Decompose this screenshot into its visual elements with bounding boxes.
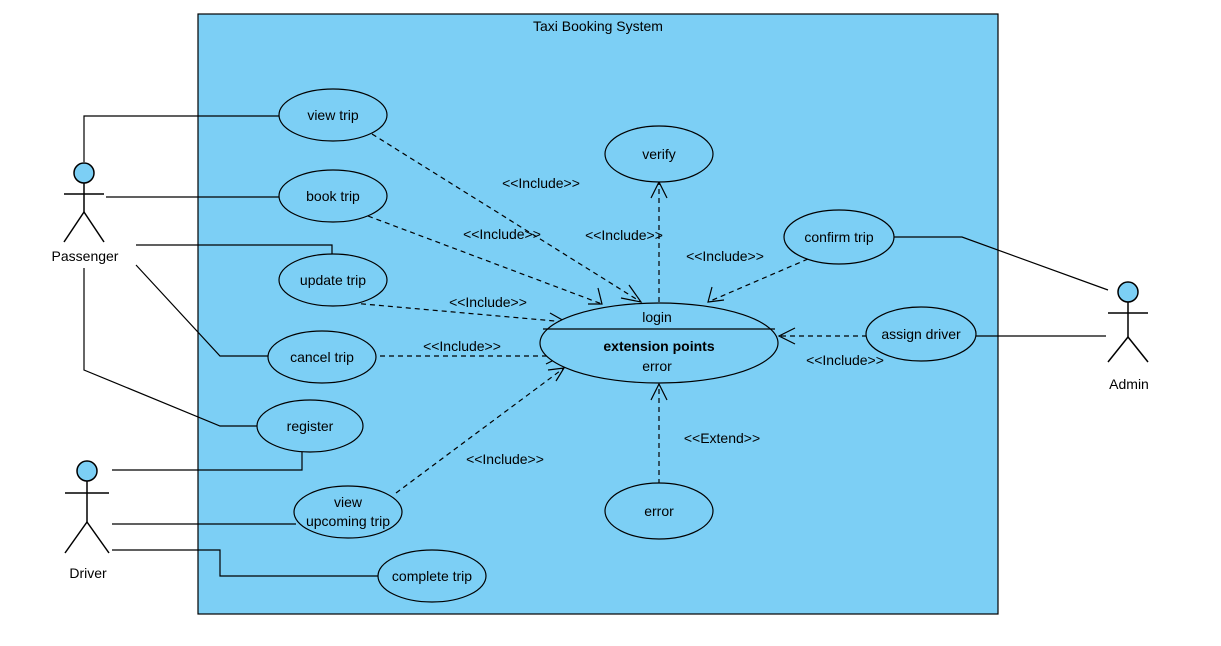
association-passenger-update-trip xyxy=(136,244,333,255)
use-case-register[interactable]: register xyxy=(256,399,364,453)
actor-admin[interactable]: Admin xyxy=(1107,281,1149,392)
use-case-assign-driver[interactable]: assign driver xyxy=(865,306,977,362)
association-admin-confirm-trip xyxy=(894,236,1109,291)
include-confirm-trip-line xyxy=(707,258,809,303)
actor-passenger-label: Passenger xyxy=(52,248,119,264)
use-case-assign-driver-ellipse[interactable] xyxy=(865,306,977,362)
use-case-update-trip-ellipse[interactable] xyxy=(278,253,388,307)
include-view-upcoming-line xyxy=(395,367,565,494)
actor-passenger-right-leg xyxy=(83,211,105,243)
include-cancel-trip-label: <<Include>> xyxy=(423,338,501,354)
actor-admin-right-leg xyxy=(1127,336,1149,363)
actor-driver[interactable]: Driver xyxy=(64,460,110,581)
include-confirm-trip-label: <<Include>> xyxy=(686,248,764,264)
use-case-error-ellipse[interactable] xyxy=(604,482,714,540)
include-book-trip-label: <<Include>> xyxy=(463,226,541,242)
include-book-trip-line xyxy=(367,215,603,305)
use-case-book-trip-label: book trip xyxy=(306,188,360,204)
use-case-confirm-trip-label: confirm trip xyxy=(804,229,873,245)
system-title: Taxi Booking System xyxy=(533,18,663,34)
use-case-verify-label: verify xyxy=(642,146,675,162)
use-case-register-ellipse[interactable] xyxy=(256,399,364,453)
use-case-verify[interactable]: verify xyxy=(604,125,714,183)
include-verify-label: <<Include>> xyxy=(585,227,663,243)
use-case-view-trip-ellipse[interactable] xyxy=(278,88,388,142)
actor-passenger-head xyxy=(73,162,95,184)
use-case-view-upcoming-trip[interactable]: view upcoming trip xyxy=(293,485,403,539)
extend-error-arrowhead xyxy=(650,382,668,401)
use-case-complete-trip-ellipse[interactable] xyxy=(377,549,487,603)
use-case-error-label: error xyxy=(644,503,674,519)
association-driver-register xyxy=(112,452,303,471)
actor-driver-head xyxy=(76,460,98,482)
use-case-login-extension-point-error: error xyxy=(642,358,672,374)
include-book-trip-arrowhead xyxy=(588,287,603,305)
use-case-register-label: register xyxy=(287,418,334,434)
association-passenger-register xyxy=(83,268,259,427)
use-case-login-ellipse[interactable] xyxy=(539,302,779,384)
association-driver-complete-trip xyxy=(112,549,378,577)
actor-admin-left-leg xyxy=(1107,336,1129,363)
include-assign-driver-arrowhead xyxy=(777,327,796,345)
include-assign-driver-label: <<Include>> xyxy=(806,352,884,368)
use-case-view-trip[interactable]: view trip xyxy=(278,88,388,142)
actor-admin-label: Admin xyxy=(1109,376,1149,392)
use-case-verify-ellipse[interactable] xyxy=(604,125,714,183)
include-view-trip-arrowhead xyxy=(620,284,643,303)
actor-driver-left-leg xyxy=(64,521,88,554)
include-view-upcoming-label: <<Include>> xyxy=(466,451,544,467)
use-case-assign-driver-label: assign driver xyxy=(881,326,961,342)
use-case-update-trip[interactable]: update trip xyxy=(278,253,388,307)
use-case-confirm-trip[interactable]: confirm trip xyxy=(783,209,895,265)
actor-driver-label: Driver xyxy=(69,565,107,581)
associations xyxy=(83,115,1109,577)
use-case-view-upcoming-trip-label-line2: upcoming trip xyxy=(306,513,390,529)
use-case-cancel-trip[interactable]: cancel trip xyxy=(267,330,377,384)
use-case-view-upcoming-trip-ellipse[interactable] xyxy=(293,485,403,539)
use-case-cancel-trip-label: cancel trip xyxy=(290,349,354,365)
use-case-cancel-trip-ellipse[interactable] xyxy=(267,330,377,384)
actor-passenger-left-leg xyxy=(63,211,85,243)
dependencies: <<Include>> <<Include>> <<Include>> <<In… xyxy=(351,133,884,494)
use-case-complete-trip-label: complete trip xyxy=(392,568,472,584)
use-case-confirm-trip-ellipse[interactable] xyxy=(783,209,895,265)
include-view-trip-label: <<Include>> xyxy=(502,175,580,191)
include-view-upcoming-arrowhead xyxy=(547,367,566,382)
use-case-login-extension-points-title: extension points xyxy=(603,338,714,354)
actor-passenger[interactable]: Passenger xyxy=(52,162,119,264)
use-case-login-label: login xyxy=(642,309,672,325)
use-case-view-upcoming-trip-label-line1: view xyxy=(334,494,363,510)
include-update-trip-label: <<Include>> xyxy=(449,294,527,310)
use-case-book-trip-ellipse[interactable] xyxy=(278,169,388,223)
actor-admin-head xyxy=(1117,281,1139,303)
actor-driver-right-leg xyxy=(86,521,110,554)
association-passenger-cancel-trip xyxy=(135,264,270,357)
use-case-login[interactable]: login extension points error xyxy=(539,302,779,384)
use-case-book-trip[interactable]: book trip xyxy=(278,169,388,223)
use-case-complete-trip[interactable]: complete trip xyxy=(377,549,487,603)
association-passenger-view-trip xyxy=(83,115,280,162)
use-case-update-trip-label: update trip xyxy=(300,272,366,288)
include-view-trip-line xyxy=(371,133,642,303)
include-confirm-trip-arrowhead xyxy=(707,286,725,303)
use-case-error[interactable]: error xyxy=(604,482,714,540)
extend-error-label: <<Extend>> xyxy=(684,430,760,446)
use-case-view-trip-label: view trip xyxy=(307,107,359,123)
